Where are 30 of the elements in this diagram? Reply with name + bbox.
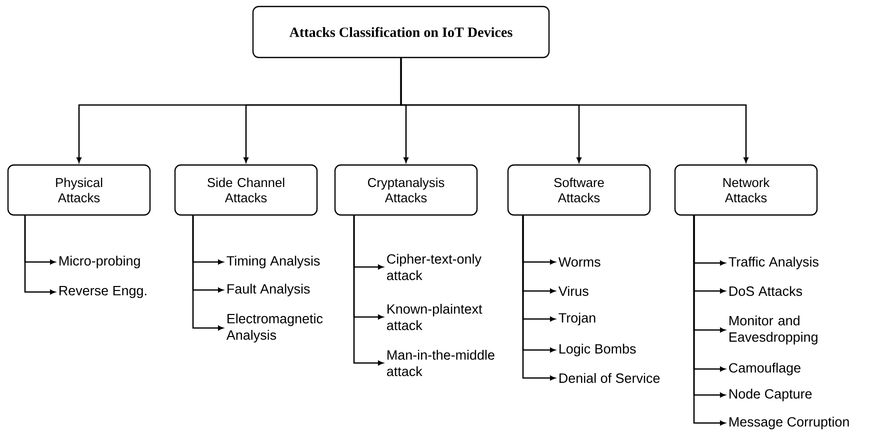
attack-label: Reverse Engg. <box>60 286 146 298</box>
attack-label: Timing Analysis <box>226 256 320 268</box>
category-box: Physical Attacks <box>7 164 151 216</box>
arrow <box>522 216 556 380</box>
arrow <box>192 216 224 330</box>
arrow <box>353 216 384 366</box>
attack-label: Fault Analysis <box>228 284 310 296</box>
attack-label: Micro-probing <box>60 256 140 268</box>
category-box: Side Channel Attacks <box>174 164 318 216</box>
attack-label: Denial of Service <box>560 373 660 383</box>
arrow <box>24 216 56 294</box>
attack-label: Monitor and Eavesdropping <box>730 316 818 344</box>
title-box: Attacks Classification on IoT Devices <box>252 6 550 58</box>
attack-label: Message Corruption <box>730 416 849 430</box>
attack-label: Cipher-text-only attack <box>386 254 482 280</box>
arrow <box>400 58 748 163</box>
attack-label: Virus <box>558 286 588 296</box>
attack-label: Camouflage <box>729 362 800 376</box>
attack-label: Electromagnetic Analysis <box>226 314 323 342</box>
attack-label: Known-plaintext attack <box>386 304 482 330</box>
attack-label: Man-in-the-middle attack <box>386 350 494 376</box>
attack-label: Logic Bombs <box>560 344 636 356</box>
attack-label: Traffic Analysis <box>728 256 818 270</box>
attack-label: Worms <box>558 257 600 267</box>
attack-label: DoS Attacks <box>730 286 802 296</box>
category-box: Network Attacks <box>674 164 818 216</box>
category-box: Cryptanalysis Attacks <box>334 164 478 216</box>
attack-label: Trojan <box>558 312 596 326</box>
category-box: Software Attacks <box>507 164 651 216</box>
attack-label: Node Capture <box>730 388 812 402</box>
